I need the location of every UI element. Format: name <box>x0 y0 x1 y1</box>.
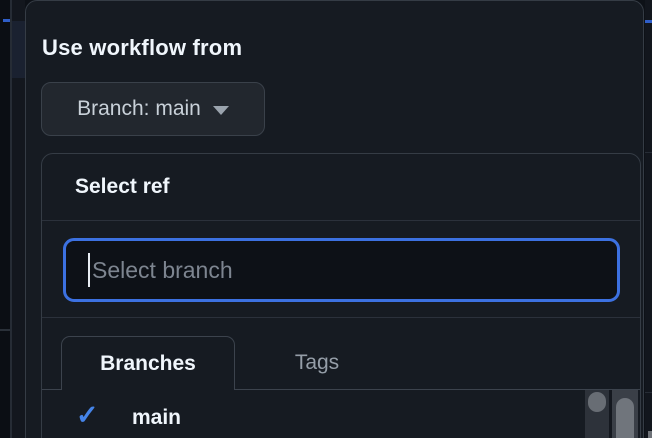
tab-branches-label: Branches <box>100 351 196 375</box>
page-background-right-divider-2 <box>645 392 652 393</box>
page-background-right-strip <box>645 0 652 438</box>
ref-search-placeholder: Select branch <box>92 256 233 283</box>
tab-row-border <box>42 389 640 390</box>
dropdown-caret-icon <box>212 106 229 115</box>
ref-panel-divider-middle <box>42 317 640 318</box>
panel-scrollbar-track[interactable] <box>612 390 638 438</box>
branch-selector-label: Branch: main <box>77 97 201 120</box>
page-background-left-strip <box>12 0 25 438</box>
select-ref-panel: Select ref Select branch Branches Tags ✓… <box>41 153 641 438</box>
select-ref-title: Select ref <box>75 175 170 198</box>
page-background-left-gutter <box>0 0 10 438</box>
ref-list-item-label: main <box>132 406 182 429</box>
page-background-left-divider <box>0 329 10 331</box>
ref-list-scrollbar-track[interactable] <box>585 390 609 438</box>
tab-branches[interactable]: Branches <box>61 336 235 390</box>
use-workflow-from-heading: Use workflow from <box>42 35 243 60</box>
text-cursor-caret <box>88 253 90 287</box>
page-scrollbar-fragment[interactable] <box>648 431 652 438</box>
page-background-right-divider-1 <box>645 152 652 153</box>
tab-tags-label: Tags <box>294 351 340 374</box>
branch-selector-button[interactable]: Branch: main <box>41 82 265 136</box>
ref-list-scrollbar-thumb[interactable] <box>588 392 606 412</box>
ref-panel-divider-top <box>42 220 640 221</box>
page-background-blue-accent-left <box>3 19 10 22</box>
check-icon: ✓ <box>76 400 99 430</box>
page-background-card-left <box>12 21 25 78</box>
panel-scrollbar-thumb[interactable] <box>616 398 634 438</box>
run-workflow-dropdown-panel: Use workflow from Branch: main Select re… <box>25 0 644 438</box>
tab-tags[interactable]: Tags <box>257 336 377 390</box>
page-background-left-border <box>10 0 12 438</box>
scrollbar-separator <box>609 390 612 438</box>
page-background-blue-accent-right <box>645 20 652 23</box>
ref-search-input[interactable]: Select branch <box>63 238 620 302</box>
ref-list-item-main[interactable]: ✓ main <box>42 398 582 438</box>
